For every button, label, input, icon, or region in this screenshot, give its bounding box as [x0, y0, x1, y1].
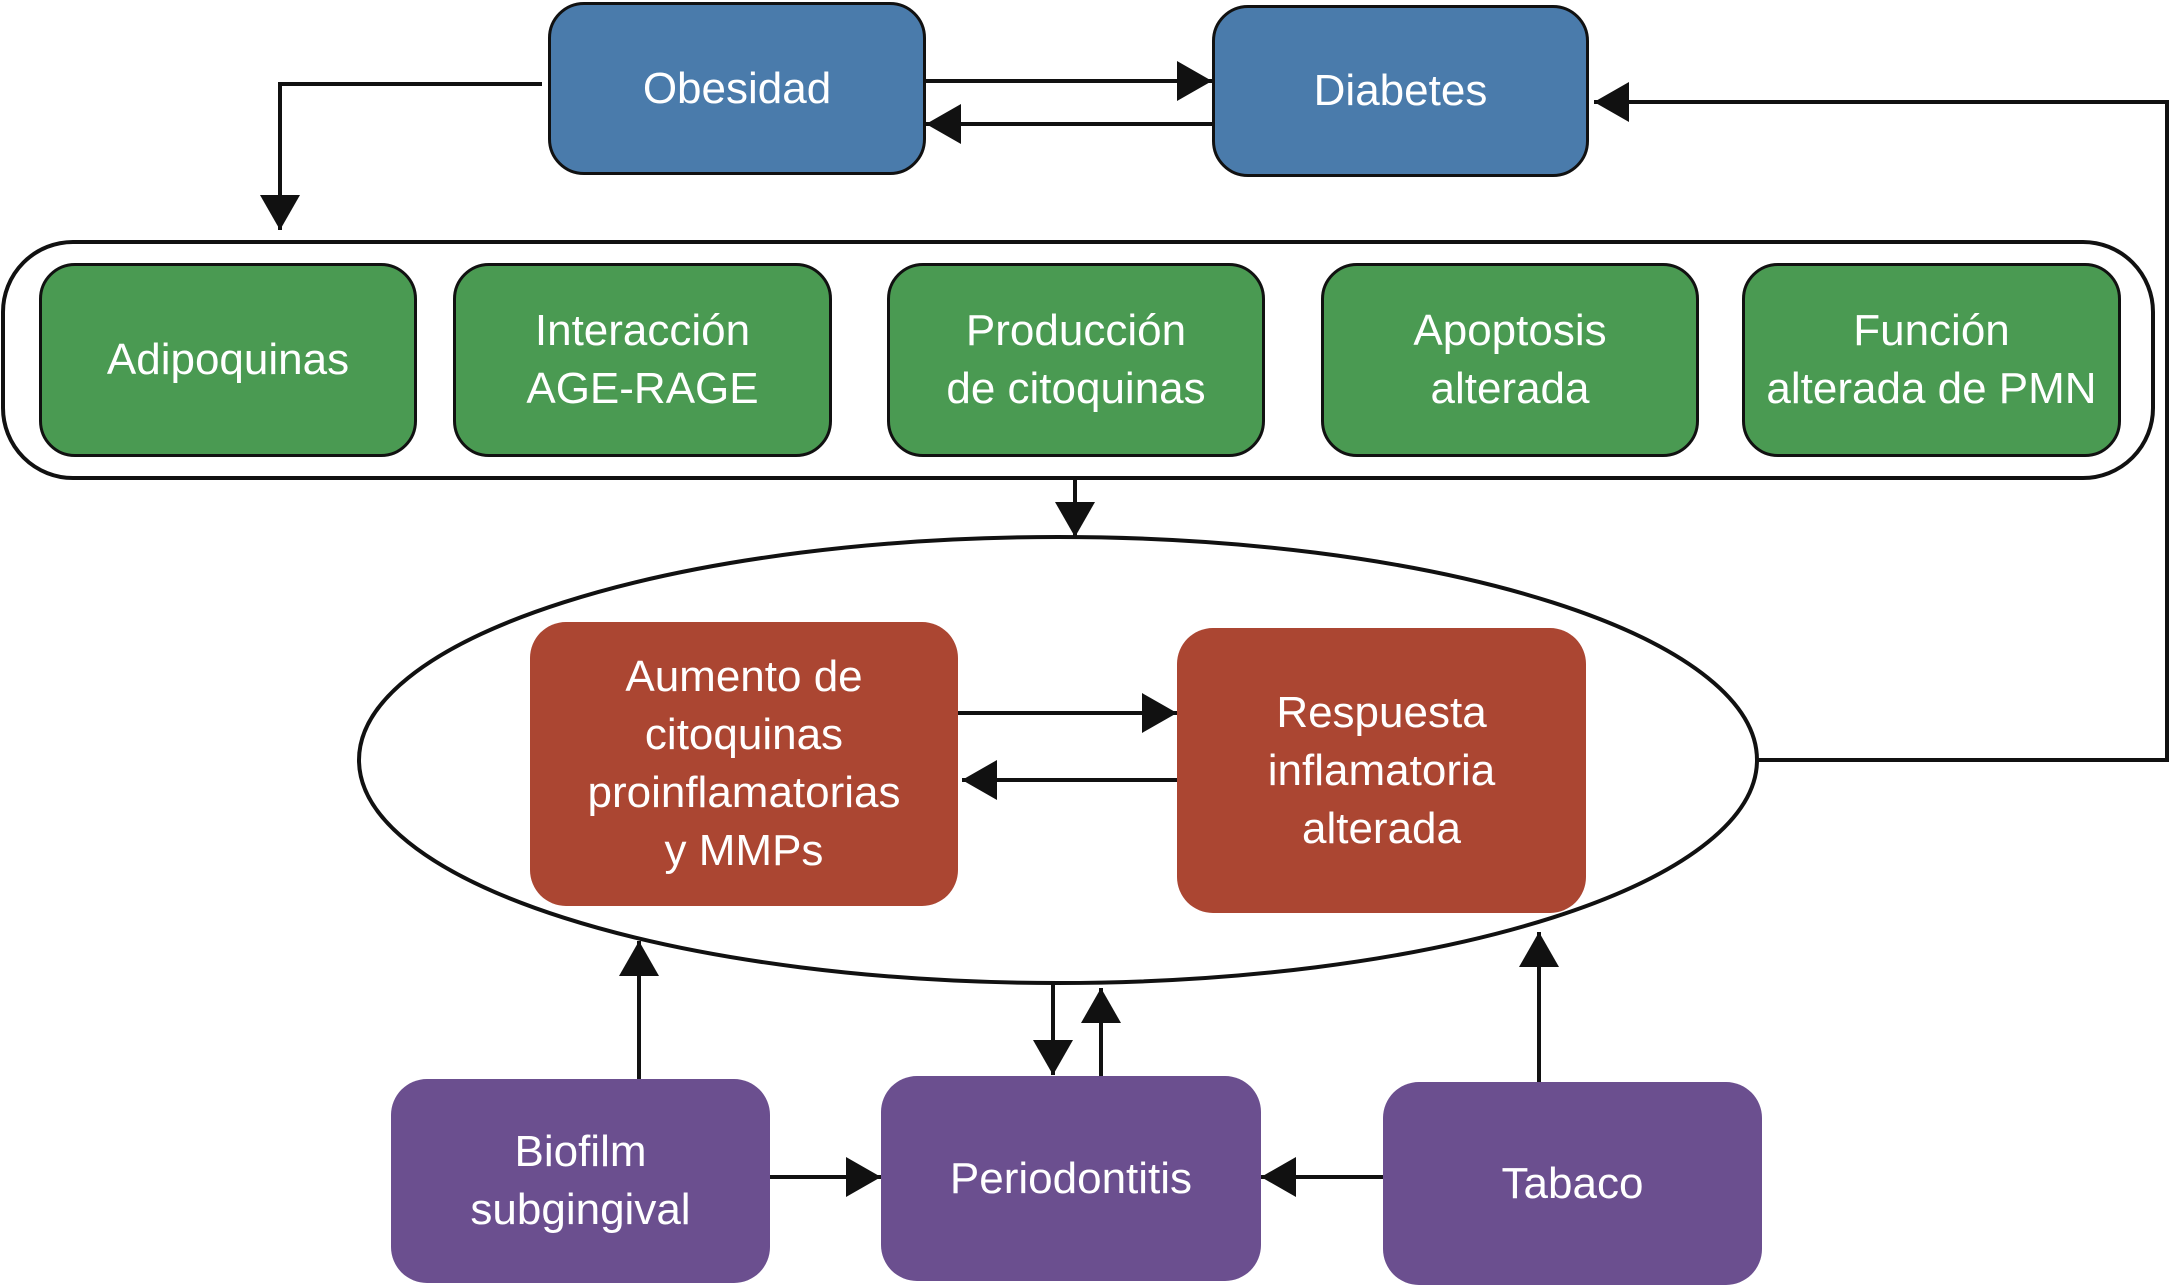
node-diabetes: Diabetes [1212, 5, 1589, 177]
node-periodontitis: Periodontitis [881, 1076, 1261, 1281]
node-label: Apoptosis alterada [1413, 306, 1607, 413]
node-label: Respuesta inflamatoria alterada [1267, 687, 1496, 853]
node-adipoquinas: Adipoquinas [39, 263, 417, 457]
node-aumento-citoquinas: Aumento de citoquinas proinflamatorias y… [530, 622, 958, 906]
node-age-rage: Interacción AGE-RAGE [453, 263, 832, 457]
node-label: Obesidad [642, 63, 832, 113]
node-apoptosis: Apoptosis alterada [1321, 263, 1699, 457]
node-tabaco: Tabaco [1383, 1082, 1762, 1285]
node-biofilm: Biofilm subgingival [391, 1079, 770, 1283]
edge-obesidad-to-mechanisms [260, 82, 542, 230]
node-label: Interacción AGE-RAGE [526, 306, 759, 413]
node-obesidad: Obesidad [548, 2, 926, 175]
node-label: Tabaco [1501, 1158, 1644, 1208]
node-funcion-pmn: Función alterada de PMN [1742, 263, 2121, 457]
mechanisms-group-container [1, 240, 2155, 480]
node-label: Función alterada de PMN [1766, 306, 2097, 413]
node-label: Periodontitis [949, 1153, 1193, 1203]
node-label: Adipoquinas [106, 335, 350, 384]
node-label: Producción de citoquinas [946, 306, 1206, 413]
edge-ellipse-to-diabetes [1594, 82, 2169, 762]
node-label: Aumento de citoquinas proinflamatorias y… [587, 652, 901, 875]
node-produccion-citoquinas: Producción de citoquinas [887, 263, 1265, 457]
node-label: Diabetes [1313, 66, 1488, 115]
node-label: Biofilm subgingival [470, 1127, 691, 1234]
node-respuesta-inflamatoria: Respuesta inflamatoria alterada [1177, 628, 1586, 913]
